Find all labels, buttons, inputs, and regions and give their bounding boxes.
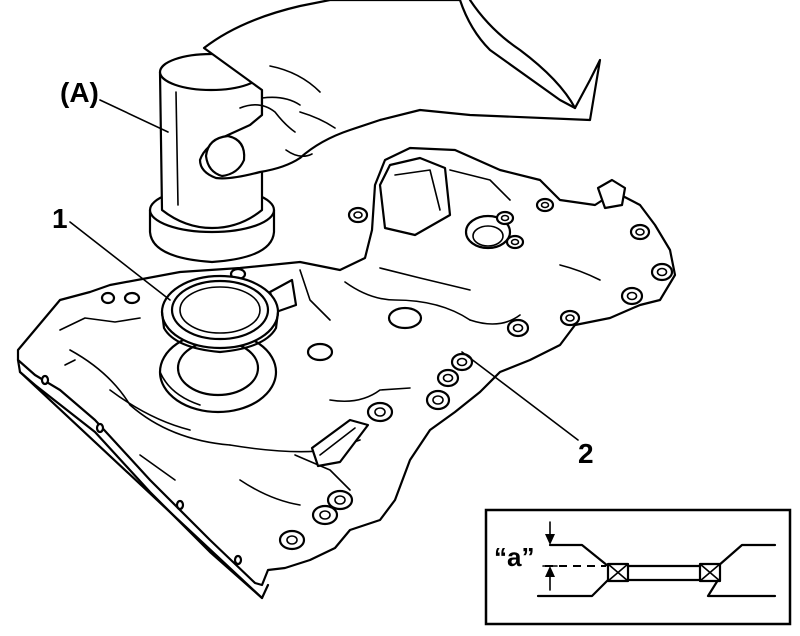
dimension-label: “a” <box>494 542 534 572</box>
seal-depth-detail-icon: “a” <box>484 508 792 626</box>
cover-label: 2 <box>578 438 594 469</box>
seal-installer-tool-icon <box>148 52 276 264</box>
leader-lines <box>69 99 579 441</box>
timing-chain-cover-icon <box>16 146 677 600</box>
tool-label: (A) <box>60 77 99 108</box>
oil-seal-icon <box>160 274 280 354</box>
seal-label: 1 <box>52 203 68 234</box>
hand-icon <box>198 0 602 180</box>
